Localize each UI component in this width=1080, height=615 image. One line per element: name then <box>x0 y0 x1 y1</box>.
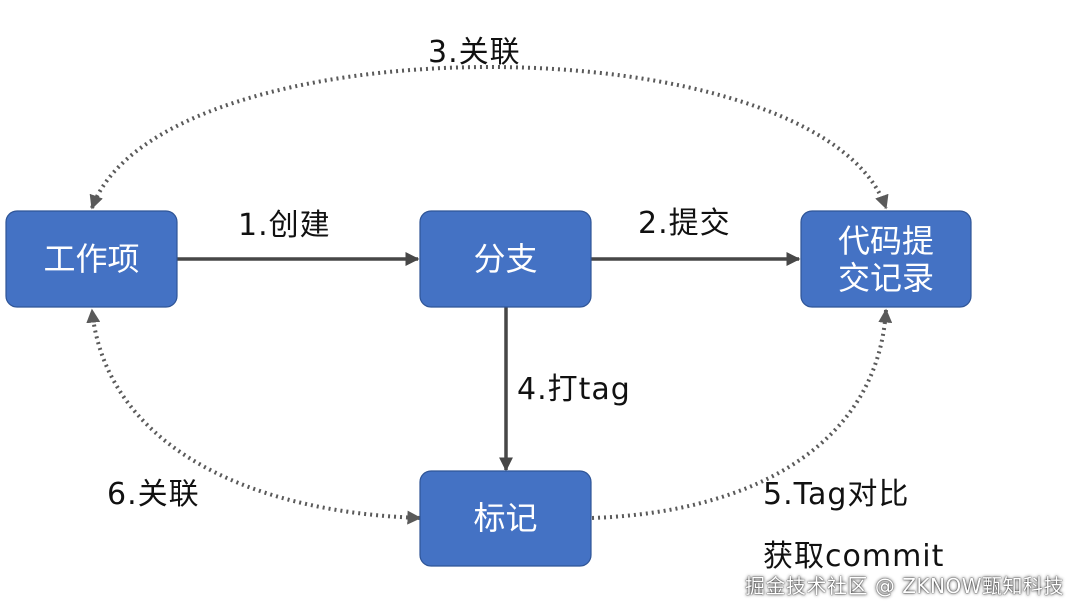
edge-tag-compare <box>591 308 893 520</box>
node-branch: 分支 <box>419 210 592 308</box>
node-commit-record-label-line2: 交记录 <box>838 259 934 297</box>
edge-associate-bottom-label: 6.关联 <box>107 477 200 512</box>
edge-tag-compare-label-line1: 5.Tag对比 <box>763 477 909 512</box>
edge-make-tag-label: 4.打tag <box>517 372 631 407</box>
node-tag: 标记 <box>419 470 592 567</box>
node-work-item: 工作项 <box>5 210 178 308</box>
edge-create-label: 1.创建 <box>238 208 331 243</box>
watermark: 掘金技术社区 @ ZKNOW甄知科技 <box>744 574 1064 598</box>
edge-associate-top <box>89 65 889 210</box>
node-commit-record: 代码提 交记录 <box>800 210 972 308</box>
node-branch-label: 分支 <box>473 240 537 278</box>
edge-associate-top-label: 3.关联 <box>428 35 521 70</box>
node-work-item-label: 工作项 <box>43 240 139 278</box>
edge-commit-label: 2.提交 <box>638 206 731 241</box>
edge-associate-bottom <box>86 308 422 525</box>
node-tag-label: 标记 <box>473 499 537 537</box>
node-commit-record-label-line1: 代码提 <box>838 222 934 260</box>
edge-tag-compare-label-line2: 获取commit <box>763 539 944 574</box>
